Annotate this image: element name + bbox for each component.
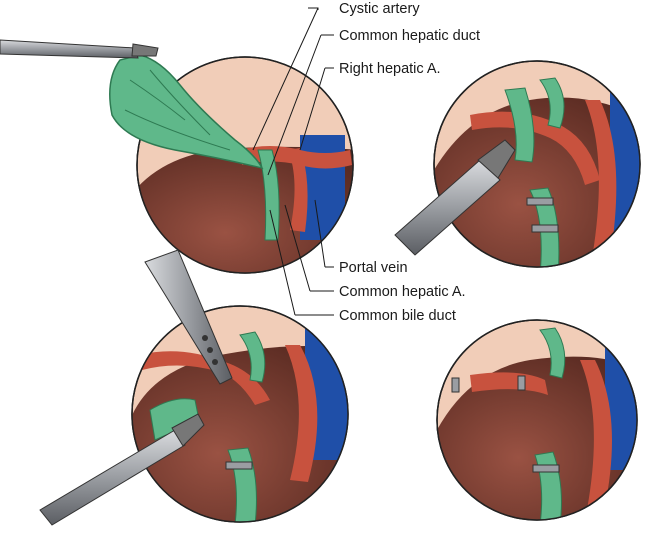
- panel-1-exposure: [0, 39, 354, 274]
- label-common-hepatic-a: Common hepatic A.: [339, 284, 466, 300]
- label-common-hepatic-duct: Common hepatic duct: [339, 28, 480, 44]
- grasper-instrument-lower: [39, 413, 205, 526]
- label-right-hepatic-a: Right hepatic A.: [339, 61, 441, 77]
- panel-4-completed: [436, 319, 638, 521]
- clip-applier-instrument: [394, 139, 516, 256]
- panel-2-clipping: [394, 60, 641, 268]
- label-cystic-artery: Cystic artery: [339, 1, 420, 17]
- grasper-instrument: [0, 39, 159, 59]
- label-common-bile-duct: Common bile duct: [339, 308, 456, 324]
- panel-3-division: [39, 249, 349, 526]
- scissors-instrument: [144, 249, 233, 385]
- label-portal-vein: Portal vein: [339, 260, 408, 276]
- gallbladder: [109, 54, 264, 170]
- leader-lines: [252, 7, 334, 316]
